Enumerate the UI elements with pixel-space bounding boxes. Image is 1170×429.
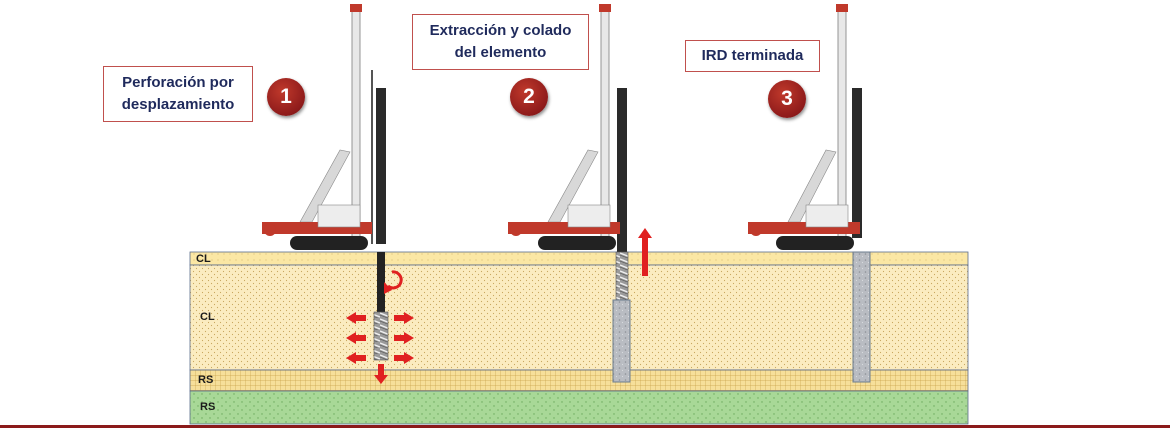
layer-label-cl-main: CL — [200, 311, 215, 323]
step-2-number: 2 — [510, 78, 548, 116]
drilling-rig-3 — [748, 4, 862, 250]
layer-label-rs-bottom: RS — [200, 401, 216, 413]
step-1-number: 1 — [267, 78, 305, 116]
step-1-label: Perforación por desplazamiento — [103, 66, 253, 122]
step-1-label-line1: Perforación por — [122, 74, 234, 91]
layer-cl-top — [189, 251, 969, 266]
extraction-arrow-icon — [638, 228, 652, 276]
step-2-label: Extracción y colado del elemento — [412, 14, 589, 70]
step-3-label-line1: IRD terminada — [701, 47, 804, 64]
rotation-arrow-icon — [387, 270, 403, 290]
bottom-rule — [0, 425, 1170, 428]
drilling-rig-2 — [508, 4, 627, 252]
step-2-label-line2: del elemento — [454, 44, 547, 61]
auger-flight-2 — [615, 251, 629, 301]
step-2-label-line1: Extracción y colado — [429, 22, 572, 39]
auger-rod-1 — [377, 252, 385, 312]
concrete-column-3 — [852, 251, 871, 383]
layer-rs-bottom — [189, 390, 969, 425]
layer-rs-grid — [189, 369, 969, 392]
step-1-label-line2: desplazamiento — [121, 96, 235, 113]
step-3-label: IRD terminada — [685, 40, 820, 72]
layer-cl-main — [189, 264, 969, 371]
layer-label-rs-grid: RS — [198, 374, 214, 386]
concrete-column-2 — [612, 299, 631, 383]
step-3-number: 3 — [768, 80, 806, 118]
displacement-arrows — [346, 312, 414, 384]
auger-flight-1 — [373, 311, 389, 361]
layer-label-cl-top: CL — [196, 253, 211, 265]
drilling-rig-1 — [262, 4, 386, 250]
